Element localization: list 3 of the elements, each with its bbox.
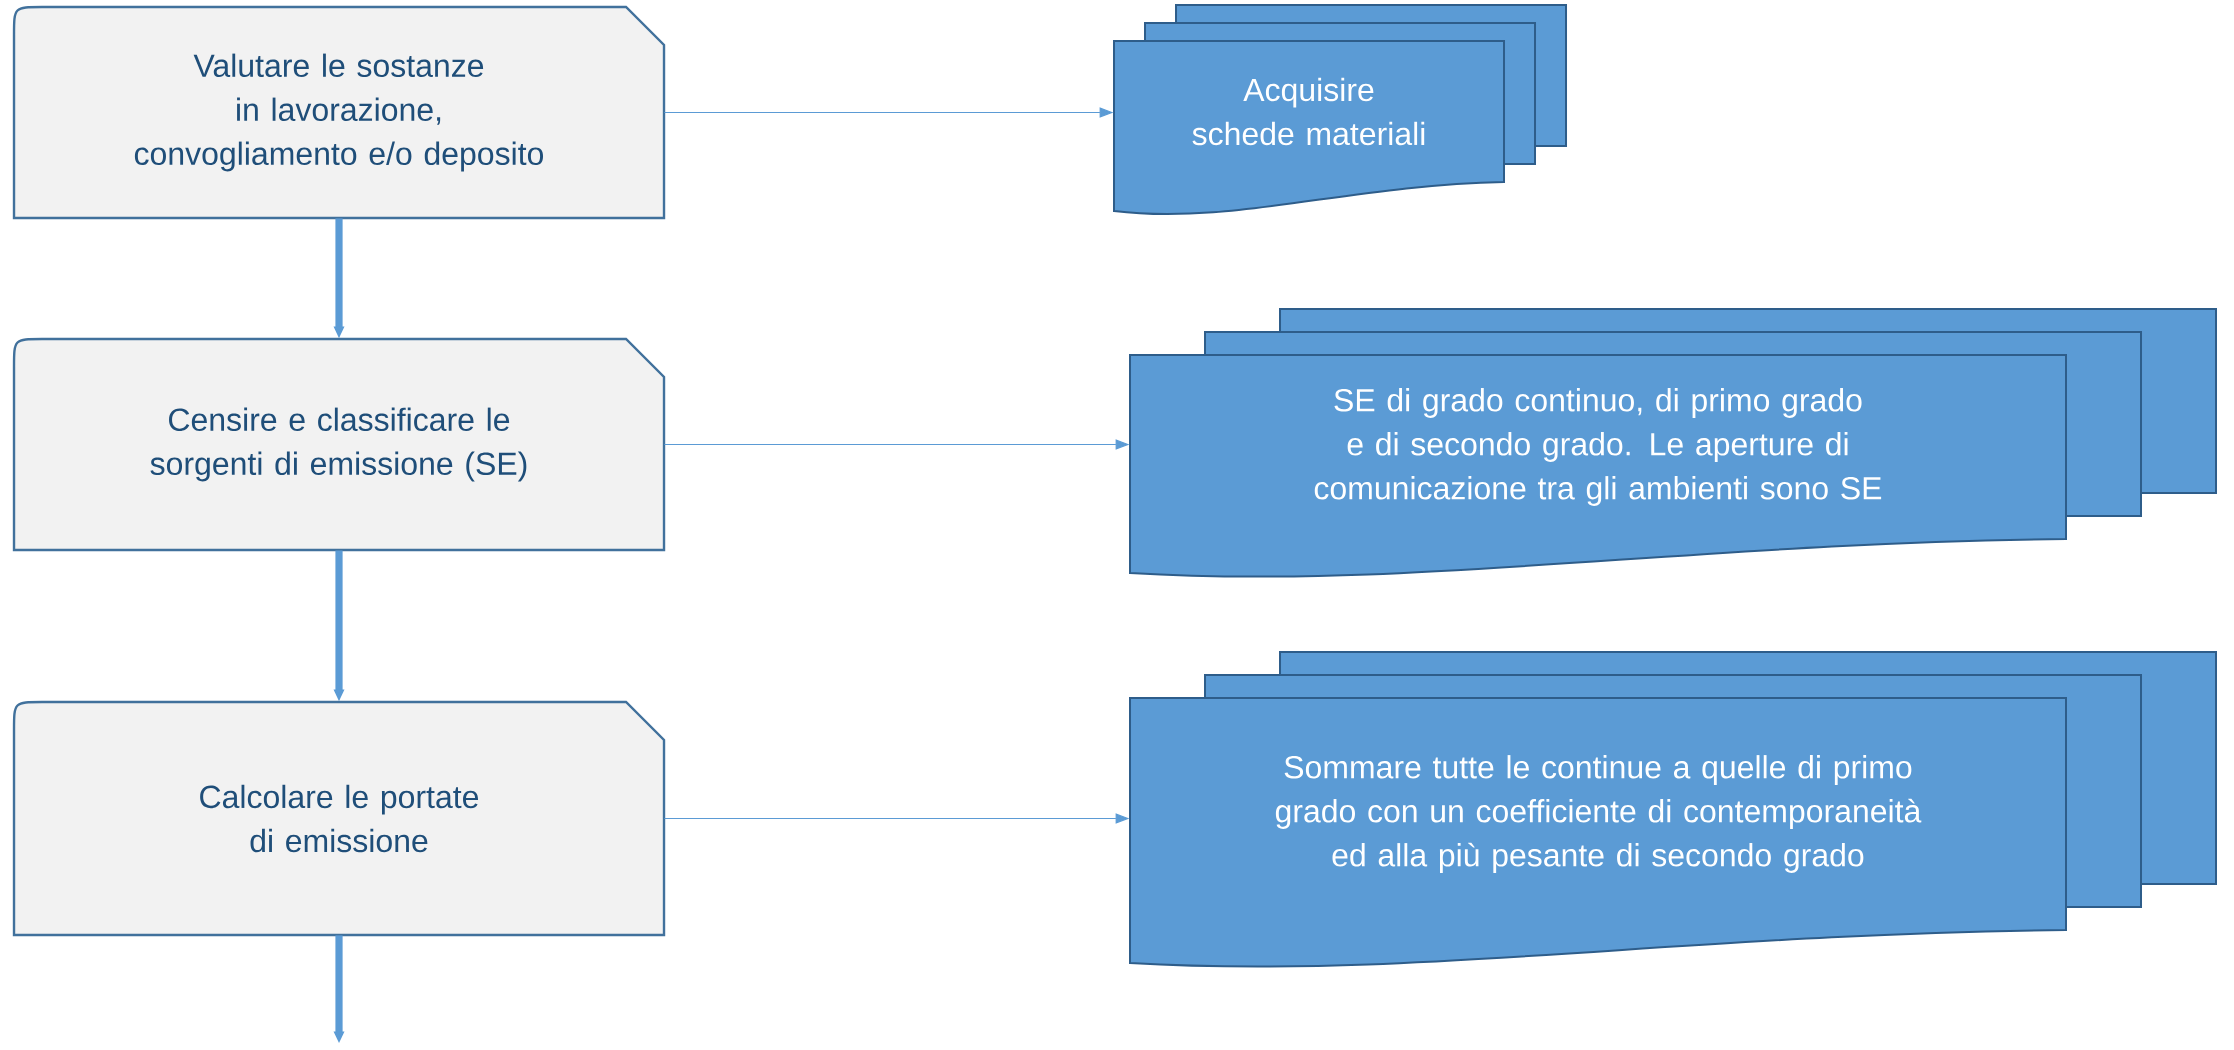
process-box: Valutare le sostanze in lavorazione, convogliamento e/o deposito (12, 5, 666, 220)
process-box: Censire e classificare le sorgenti di emissione (SE) (12, 337, 666, 552)
process-box: Calcolare le portate di emissione (12, 700, 666, 937)
